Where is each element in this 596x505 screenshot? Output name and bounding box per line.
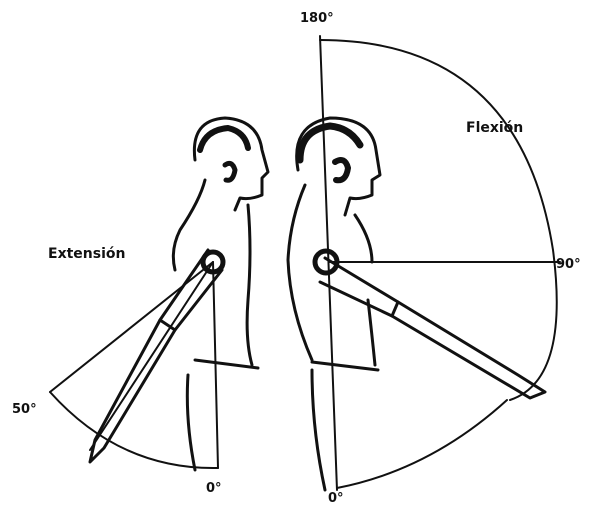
back-figure-hair — [200, 128, 248, 150]
front-figure-torso-front — [368, 300, 375, 365]
front-figure — [288, 118, 545, 490]
flexion-reference — [320, 36, 560, 490]
back-figure-back — [173, 180, 205, 270]
extension-arm-line — [90, 262, 213, 450]
front-figure-hip — [312, 370, 325, 490]
front-figure-back — [288, 185, 312, 360]
angle-180-label: 180° — [300, 11, 334, 26]
back-figure-hip — [187, 375, 195, 470]
back-figure — [90, 118, 268, 470]
front-figure-arm-upper — [320, 258, 398, 316]
bottom-arc-right — [337, 400, 507, 488]
angle-0-flexion-label: 0° — [328, 491, 344, 505]
front-figure-chest — [355, 215, 372, 262]
angle-0-extension-label: 0° — [206, 481, 222, 496]
angle-50-label: 50° — [12, 402, 37, 417]
back-figure-chest — [247, 205, 252, 365]
extension-label: Extensión — [48, 246, 125, 262]
front-figure-hair — [300, 126, 360, 160]
front-figure-ear — [335, 160, 348, 180]
extension-vertical-line — [213, 262, 218, 468]
flexion-label: Flexión — [466, 120, 523, 136]
flexion-arc — [320, 40, 557, 400]
angle-90-label: 90° — [556, 257, 581, 272]
front-figure-waist — [312, 362, 378, 370]
back-figure-ear — [225, 163, 235, 180]
back-figure-waist — [195, 360, 258, 368]
front-figure-arm-lower — [392, 302, 545, 398]
